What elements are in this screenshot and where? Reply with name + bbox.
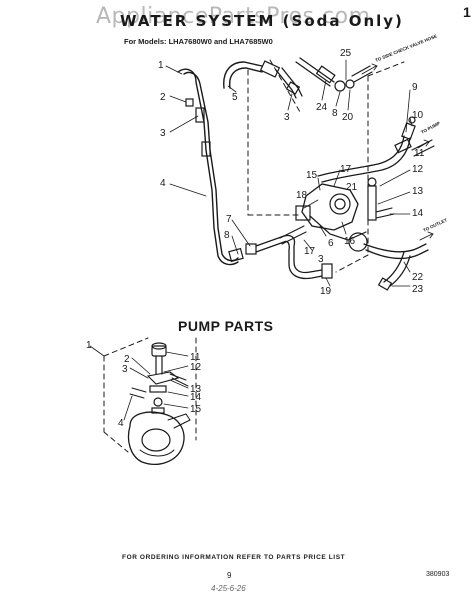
callout-6: 6 — [328, 238, 334, 249]
callout-18: 18 — [296, 190, 308, 201]
page-number: 9 — [227, 571, 232, 580]
pump-callout-2: 2 — [124, 354, 130, 365]
callout-24: 24 — [316, 102, 328, 113]
watermark: AppliancePartsPros.com — [96, 4, 371, 29]
upper-hose-set — [275, 57, 373, 99]
callout-5: 5 — [232, 92, 238, 103]
callout-3c: 3 — [318, 254, 324, 265]
callout-16: 16 — [344, 236, 356, 247]
callout-3b: 3 — [284, 112, 290, 123]
callout-13: 13 — [412, 186, 424, 197]
callout-3: 3 — [160, 128, 166, 139]
note-to-pump: TO PUMP — [420, 121, 441, 135]
pump-callout-4: 4 — [118, 418, 124, 429]
callout-8: 8 — [332, 108, 338, 119]
pump-callout-13: 13 — [190, 384, 202, 395]
pump-callout-14: 14 — [190, 392, 202, 403]
document-code: 380903 — [426, 571, 450, 578]
callout-1: 1 — [158, 60, 164, 71]
water-leader-lines — [165, 59, 413, 287]
callout-14: 14 — [412, 208, 424, 219]
bottom-hose — [228, 225, 333, 280]
pump-parts-title: PUMP PARTS — [178, 318, 274, 334]
diagram-title: WATER SYSTEM (Soda Only) — [120, 12, 404, 30]
callout-7: 7 — [226, 214, 232, 225]
pump-callout-3: 3 — [122, 364, 128, 375]
ordering-info: FOR ORDERING INFORMATION REFER TO PARTS … — [122, 554, 346, 561]
callout-4: 4 — [160, 178, 166, 189]
callout-10: 10 — [412, 110, 424, 121]
pump-assembly — [295, 177, 395, 252]
pump-leader-lines — [89, 345, 189, 421]
model-numbers: For Models: LHA7680W0 and LHA7685W0 — [124, 37, 273, 46]
outlet-hose — [363, 243, 429, 291]
callout-17b: 17 — [304, 246, 316, 257]
callout-25: 25 — [340, 48, 352, 59]
pump-callout-12: 12 — [190, 362, 202, 373]
pump-dashed-frame — [103, 337, 197, 453]
callout-9: 9 — [412, 82, 418, 93]
callout-21: 21 — [346, 182, 358, 193]
note-to-outlet: TO OUTLET — [422, 217, 448, 233]
callout-17: 17 — [340, 164, 352, 175]
callout-15: 15 — [306, 170, 318, 181]
callout-23: 23 — [412, 284, 424, 295]
callout-11: 11 — [414, 148, 425, 159]
pump-callout-1: 1 — [86, 340, 92, 351]
handwritten-note: 4-25-6-26 — [211, 584, 246, 593]
right-hose — [317, 116, 435, 183]
pump-callout-11: 11 — [190, 352, 201, 363]
callout-22: 22 — [412, 272, 424, 283]
pump-unit — [127, 342, 191, 465]
note-arrows — [361, 63, 434, 241]
callout-20: 20 — [342, 112, 354, 123]
notes: TO SIDE CHECK VALVE HOSE TO PUMP TO OUTL… — [375, 34, 449, 233]
pump-callout-15: 15 — [190, 404, 202, 415]
callout-8b: 8 — [224, 230, 230, 241]
callout-12: 12 — [412, 164, 424, 175]
water-callouts: 1 2 3 4 5 3 24 8 20 25 7 8 9 10 11 12 13… — [158, 48, 425, 297]
corner-mark: 1 — [463, 4, 471, 20]
note-side-check-valve: TO SIDE CHECK VALVE HOSE — [375, 34, 438, 63]
pump-callouts: 1 2 3 4 11 12 13 14 15 — [86, 340, 202, 429]
callout-19: 19 — [320, 286, 332, 297]
callout-2: 2 — [160, 92, 166, 103]
top-hose — [223, 60, 281, 89]
